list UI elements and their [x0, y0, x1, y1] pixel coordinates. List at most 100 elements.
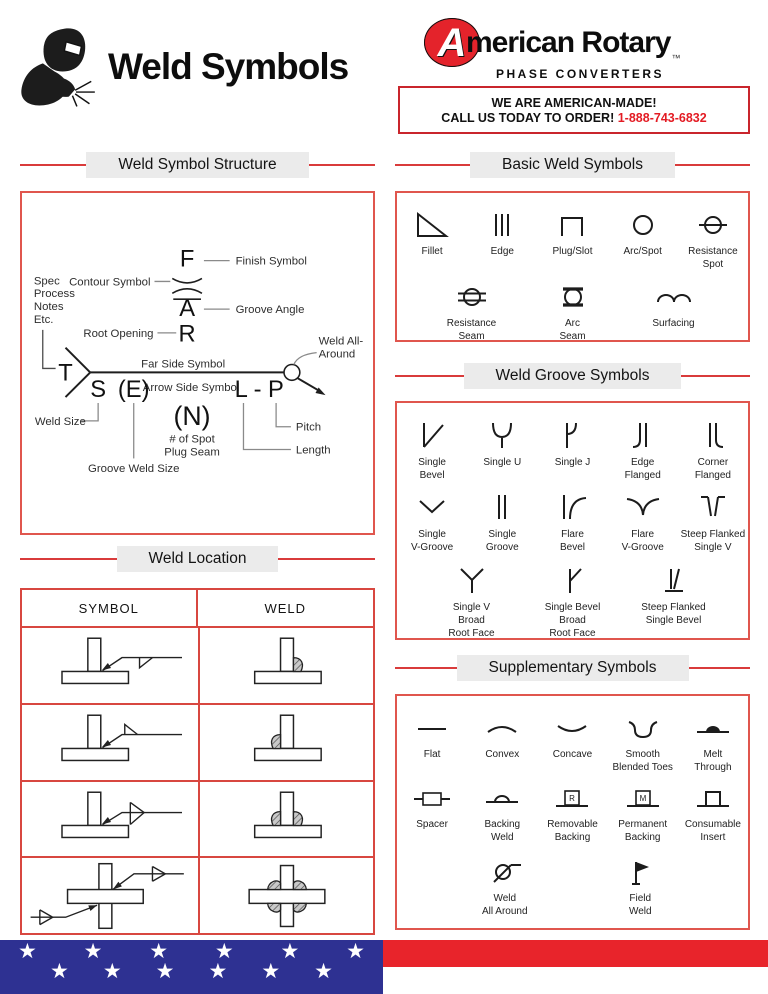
arc-spot-icon: [632, 215, 653, 235]
symbol-label: Single J: [554, 457, 591, 468]
spec-notes-label: Spec Process Notes Etc.: [34, 275, 75, 326]
symbol-label: Single V Broad Root Face: [448, 602, 495, 639]
logo-a-circle-icon: A: [424, 18, 480, 67]
symbol-label: Plug/Slot: [552, 246, 593, 257]
symbol-label: Flat: [423, 749, 441, 760]
symbol-cell: Spacer: [397, 782, 467, 844]
svg-text:Spec: Spec: [34, 275, 60, 287]
flare-v-groove-icon: [626, 498, 659, 516]
supplementary-symbols-box: Flat Convex Concave Smooth Blended Toes …: [395, 694, 750, 930]
removable-backing-icon: R: [556, 790, 589, 807]
symbol-cell: Single U: [467, 416, 537, 482]
star-icon: ★: [208, 960, 228, 983]
symbol-label: Arc Seam: [559, 318, 586, 342]
section-header-groove: Weld Groove Symbols: [395, 363, 750, 389]
star-row: ★★★★★★: [0, 961, 383, 982]
flare-bevel-icon: [563, 495, 587, 520]
letter-a: A: [179, 296, 195, 322]
letter-e: (E): [118, 377, 150, 403]
weld-all-around-circle: [283, 363, 301, 382]
flag-red-stripe: [383, 940, 768, 967]
star-icon: ★: [155, 960, 175, 983]
symbol-label: Fillet: [421, 246, 443, 257]
letter-t: T: [58, 360, 73, 386]
arrowhead: [315, 387, 326, 396]
field-weld-icon: [632, 862, 650, 885]
single-bevel-icon: [423, 423, 444, 448]
symbol-cell: Weld All Around: [437, 856, 573, 918]
symbol-cell: Single Bevel: [397, 416, 467, 482]
symbol-label: Single Groove: [485, 529, 519, 553]
table-row: [22, 626, 373, 703]
logo-subtitle: PHASE CONVERTERS: [496, 67, 665, 81]
arrow-side-weld-diagram: [253, 637, 322, 685]
star-icon: ★: [149, 940, 169, 963]
symbol-cell: Resistance Seam: [421, 279, 522, 343]
symbol-cell: Arc Seam: [522, 279, 623, 343]
symbol-label: Surfacing: [652, 318, 695, 329]
svg-text:Notes: Notes: [34, 301, 64, 313]
weld-location-table: SYMBOL WELD: [20, 588, 375, 935]
edge-icon: [495, 214, 510, 236]
flag-star-field: ★★★★★★ ★★★★★★: [0, 940, 383, 994]
symbol-label: Consumable Insert: [684, 819, 741, 843]
plug-slot-icon: [561, 217, 584, 236]
root-opening-label: Root Opening: [83, 328, 153, 340]
symbol-cell: Convex: [467, 712, 537, 774]
section-title-structure: Weld Symbol Structure: [86, 152, 309, 178]
symbol-label: Steep Flanked Single V: [680, 529, 746, 553]
steep-flanked-single-v-icon: [700, 496, 725, 517]
page-title: Weld Symbols: [108, 46, 349, 87]
both-sides-weld-diagram: [253, 791, 322, 839]
star-icon: ★: [18, 940, 37, 963]
symbol-cell: Field Weld: [573, 856, 709, 918]
weld-all-around-icon: [493, 864, 521, 883]
banner-line1: WE ARE AMERICAN-MADE!: [491, 95, 657, 110]
banner-line2-text: CALL US TODAY TO ORDER!: [441, 110, 615, 125]
table-row: [22, 779, 373, 857]
surfacing-icon: [656, 294, 691, 303]
backing-weld-icon: [486, 795, 519, 803]
phone-number: 1-888-743-6832: [617, 110, 707, 125]
symbol-label: Arc/Spot: [623, 246, 662, 257]
star-icon: ★: [214, 940, 234, 963]
single-v-groove-icon: [419, 500, 445, 514]
symbol-label: Weld All Around: [481, 893, 528, 917]
symbol-label: Permanent Backing: [618, 819, 668, 843]
star-icon: ★: [83, 940, 103, 963]
symbol-label: Melt Through: [694, 749, 732, 773]
symbol-cell: M Permanent Backing: [608, 782, 678, 844]
n-note-2: Plug Seam: [164, 446, 220, 458]
weld-size-label: Weld Size: [35, 416, 86, 428]
svg-text:Etc.: Etc.: [34, 314, 54, 326]
star-icon: ★: [50, 960, 69, 983]
section-title-basic: Basic Weld Symbols: [470, 152, 675, 178]
svg-text:Process: Process: [34, 288, 75, 300]
section-header-structure: Weld Symbol Structure: [20, 152, 375, 178]
table-row: [22, 702, 373, 780]
star-icon: ★: [314, 960, 333, 983]
concave-icon: [557, 725, 588, 732]
arrow-side-symbol-diagram: [61, 637, 182, 685]
symbol-cell: Backing Weld: [467, 782, 537, 844]
col-header-symbol: SYMBOL: [78, 600, 139, 616]
symbol-label: Resistance Seam: [446, 318, 497, 342]
banner-line2: CALL US TODAY TO ORDER! 1-888-743-6832: [441, 111, 706, 125]
spacer-icon: [414, 792, 451, 806]
tail-fork: [64, 346, 91, 398]
section-title-groove: Weld Groove Symbols: [463, 363, 682, 389]
star-icon: ★: [280, 940, 300, 963]
symbol-label: Single Bevel: [418, 457, 446, 481]
symbol-label: Spacer: [416, 819, 448, 830]
letter-s: S: [90, 377, 106, 403]
single-groove-icon: [498, 495, 507, 519]
symbol-cell: Consumable Insert: [678, 782, 748, 844]
symbol-label: Smooth Blended Toes: [612, 749, 673, 773]
flat-icon: [418, 728, 447, 730]
table-header-row: SYMBOL WELD: [22, 590, 373, 626]
symbol-label: Steep Flanked Single Bevel: [641, 602, 706, 626]
table-row: [22, 856, 373, 933]
symbol-label: Removable Backing: [547, 819, 598, 843]
resistance-seam-icon: [457, 288, 486, 306]
symbol-cell: Single Bevel Broad Root Face: [522, 563, 623, 640]
